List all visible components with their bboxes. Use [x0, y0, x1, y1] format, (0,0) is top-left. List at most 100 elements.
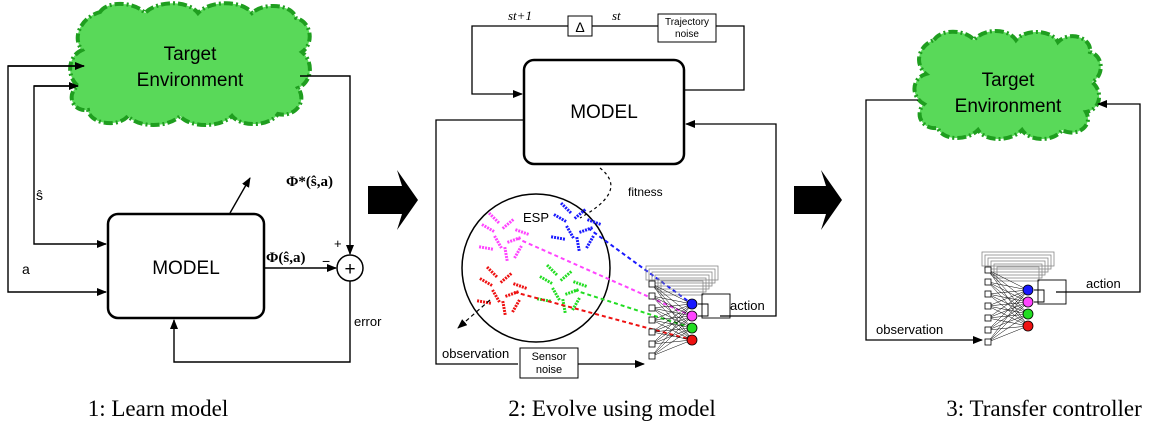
connection [987, 289, 1029, 343]
segment-bar [578, 226, 594, 234]
observation-loop-3 [865, 99, 983, 344]
output-box [701, 293, 731, 319]
connection [651, 295, 693, 305]
sensor-noise-box [519, 347, 579, 379]
chromosome-segment [478, 245, 494, 251]
recurrent-link [987, 257, 1049, 273]
segment-bar [551, 287, 561, 301]
connection [651, 327, 693, 357]
segment-bar [585, 235, 595, 249]
connection [987, 301, 1029, 343]
s-hat-label: ŝ [36, 187, 43, 203]
chromosome-segment [506, 236, 522, 244]
connection [651, 339, 693, 357]
cloud3-line1: Target [982, 70, 1036, 91]
sum-symbol: + [344, 259, 355, 280]
fitness-line [579, 167, 612, 219]
chromosome-segment [485, 265, 499, 279]
chromosome-segment [501, 218, 515, 230]
chromosome-segment [573, 208, 587, 220]
segment-bar [571, 297, 581, 311]
error-line [170, 281, 351, 363]
segment-bar [575, 236, 581, 252]
neural-network-3 [981, 251, 1067, 346]
input-node [648, 328, 656, 336]
connection [651, 315, 693, 357]
cloud1-line1: Target [164, 44, 218, 65]
panel-evolve: MODEL Trajectory noise Δ st+1 st observa… [435, 8, 777, 421]
phi-star-label: Φ*(ŝ,a) [286, 174, 333, 190]
output-bracket [698, 303, 709, 317]
model-label-2: MODEL [570, 102, 638, 123]
segment-bar [481, 223, 495, 233]
segment-bar [491, 289, 501, 303]
input-node [984, 338, 992, 346]
segment-bar [512, 282, 528, 290]
sensor-noise-line2: noise [536, 364, 562, 376]
action-label-2: action [730, 298, 765, 313]
observation-label-3: observation [876, 322, 943, 337]
input-node [648, 304, 656, 312]
input-node [984, 314, 992, 322]
pink-cluster [478, 211, 530, 262]
connection [987, 289, 1029, 295]
trajectory-loop-left [471, 25, 568, 98]
big-arrow-right-icon [794, 170, 842, 230]
segment-bar [493, 235, 503, 249]
recurrent-link [990, 260, 1046, 276]
chromosome-segment [559, 201, 573, 215]
caption-3: 3: Transfer controller [946, 396, 1142, 421]
trajectory-loop-right [684, 25, 745, 91]
chromosome-segment [513, 245, 523, 259]
chromosome-segment [501, 300, 507, 316]
delta-label: Δ [575, 19, 584, 35]
connection [651, 303, 693, 321]
input-node [648, 352, 656, 360]
s-t-label: st [612, 8, 621, 23]
connection [987, 269, 1029, 291]
segment-bar [479, 277, 493, 287]
connection [987, 289, 1029, 307]
chromosome-segment [550, 235, 566, 241]
chromosome-segment [572, 280, 588, 288]
cloud3-line2: Environment [955, 96, 1062, 117]
connection [651, 303, 693, 345]
connection [987, 281, 1029, 291]
chromosome-segment [578, 226, 594, 234]
segment-bar [487, 211, 501, 225]
esp-label: ESP [523, 210, 549, 225]
output-neuron [686, 310, 698, 322]
connection [651, 283, 693, 305]
chromosome-segment [479, 277, 493, 287]
fitness-label: fitness [628, 185, 663, 199]
sensor-noise-line1: Sensor [532, 351, 567, 363]
segment-bar [478, 245, 494, 251]
segment-bar [501, 300, 507, 316]
connection [987, 313, 1029, 343]
chromosome-segment [551, 287, 561, 301]
chromosome-segment [539, 275, 553, 285]
a-label: a [22, 261, 30, 277]
connection [987, 289, 1029, 319]
model-box-1 [106, 212, 266, 320]
big-arrow-right-icon [368, 170, 418, 230]
action-loop-3 [1056, 100, 1141, 293]
output-bracket [1034, 289, 1045, 303]
connection [987, 325, 1029, 343]
s-t1-label: st+1 [508, 8, 532, 23]
segment-bar [559, 201, 573, 215]
segment-bar [586, 218, 602, 226]
chromosome-segment [564, 288, 580, 296]
input-node [984, 278, 992, 286]
segment-bar [503, 246, 509, 262]
segment-bar [564, 288, 580, 296]
segment-bar [559, 270, 573, 282]
output-neuron [686, 298, 698, 310]
recurrent-link [996, 266, 1040, 282]
chromosome-segment [504, 290, 520, 298]
recurrent-link [651, 271, 713, 287]
chromosome-segment [511, 299, 521, 313]
recurrent-link [984, 254, 1052, 270]
recurrent-link [648, 268, 716, 284]
